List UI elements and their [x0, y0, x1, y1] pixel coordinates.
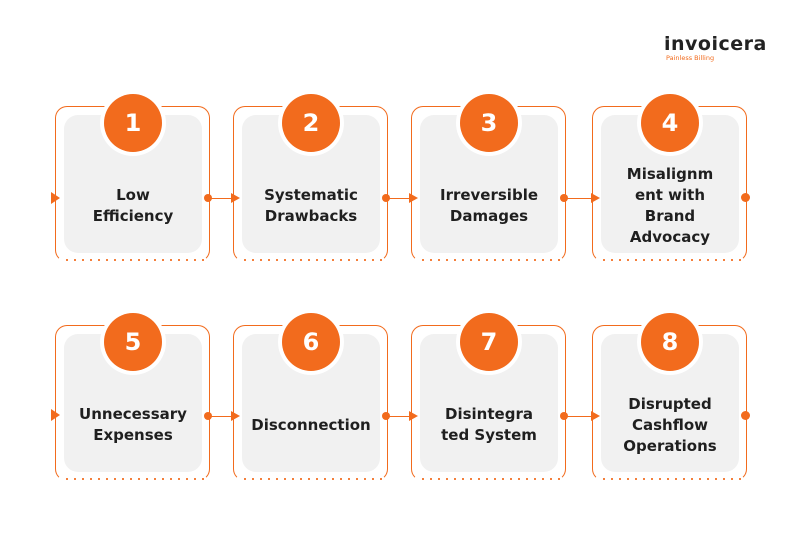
step-card-1: 1 Low Efficiency [55, 90, 220, 262]
card-frame-dots [63, 478, 208, 480]
connector-3-4 [560, 193, 600, 203]
connector-7-8 [560, 411, 600, 421]
step-number: 5 [104, 313, 162, 371]
step-label: Disintegra ted System [441, 405, 537, 444]
step-label: Low Efficiency [92, 186, 174, 225]
connector-arrow-icon [231, 411, 240, 421]
connector-line [210, 197, 232, 200]
connector-arrow-icon [409, 193, 418, 203]
connector-line [566, 197, 592, 200]
connector-line [388, 197, 410, 200]
connector-line [210, 415, 232, 418]
connector-dot [204, 412, 212, 420]
brand-logo: invoicera Painless Billing [664, 34, 774, 64]
connector-dot [382, 412, 390, 420]
connector-dot [204, 194, 212, 202]
connector-6-7 [382, 411, 418, 421]
connector-arrow-icon [591, 411, 600, 421]
step-number: 3 [460, 94, 518, 152]
step-number: 1 [104, 94, 162, 152]
step-card-7: 7 Disintegra ted System [411, 309, 576, 481]
connector-dot [382, 194, 390, 202]
brand-name: invoicera [664, 33, 767, 55]
step-card-6: 6 Disconnection [233, 309, 398, 481]
step-label: Unnecessary Expenses [79, 405, 187, 444]
brand-tagline: Painless Billing [666, 54, 715, 62]
step-number: 2 [282, 94, 340, 152]
card-frame-dots [419, 259, 564, 261]
step-number: 4 [641, 94, 699, 152]
connector-arrow-icon [409, 411, 418, 421]
step-label: Irreversible Damages [439, 186, 539, 225]
connector-dot [560, 194, 568, 202]
connector-arrow-icon [231, 193, 240, 203]
card-frame-dots [241, 478, 386, 480]
step-card-3: 3 Irreversible Damages [411, 90, 576, 262]
card-frame-dots [241, 259, 386, 261]
connector-2-3 [382, 193, 418, 203]
card-frame-dots [600, 478, 745, 480]
step-number: 6 [282, 313, 340, 371]
connector-arrow-icon [591, 193, 600, 203]
connector-1-2 [204, 193, 240, 203]
connector-line [388, 415, 410, 418]
connector-line [566, 415, 592, 418]
connector-dot [560, 412, 568, 420]
step-card-2: 2 Systematic Drawbacks [233, 90, 398, 262]
row2-end-dot [741, 411, 750, 420]
step-label: Misalignm ent with Brand Advocacy [626, 165, 714, 246]
step-number: 8 [641, 313, 699, 371]
step-label: Systematic Drawbacks [264, 186, 358, 225]
row1-end-dot [741, 193, 750, 202]
step-label: Disconnection [251, 415, 371, 434]
card-frame-dots [63, 259, 208, 261]
card-frame-dots [600, 259, 745, 261]
connector-5-6 [204, 411, 240, 421]
card-frame-dots [419, 478, 564, 480]
step-card-5: 5 Unnecessary Expenses [55, 309, 220, 481]
step-number: 7 [460, 313, 518, 371]
step-card-4: 4 Misalignm ent with Brand Advocacy [592, 90, 757, 262]
step-label: Disrupted Cashflow Operations [623, 394, 717, 455]
step-card-8: 8 Disrupted Cashflow Operations [592, 309, 757, 481]
